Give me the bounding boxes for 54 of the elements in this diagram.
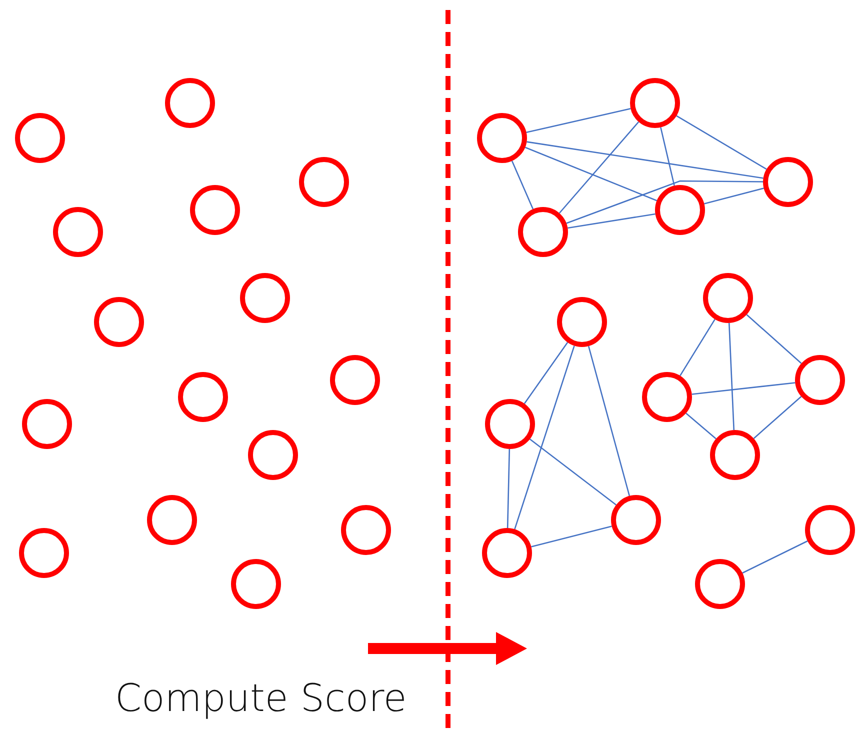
circle-node — [611, 495, 661, 545]
circle-node — [518, 207, 568, 257]
connector-line — [566, 180, 763, 224]
circle-node — [19, 528, 69, 578]
circle-node — [94, 297, 144, 347]
connector-line — [686, 412, 716, 440]
connector-line — [514, 346, 575, 530]
connector-line — [680, 318, 716, 376]
connector-line — [746, 314, 802, 364]
connector-line — [568, 213, 656, 229]
circle-node — [53, 207, 103, 257]
connector-line — [511, 160, 534, 210]
connector-line — [660, 127, 675, 186]
connector-line — [524, 342, 568, 404]
circle-node — [710, 430, 760, 480]
connector-line — [526, 108, 631, 134]
connector-line — [753, 396, 802, 439]
circle-node — [15, 113, 65, 163]
circle-node — [477, 113, 527, 163]
connector-line — [742, 540, 808, 574]
circle-node — [178, 372, 228, 422]
circle-node — [485, 399, 535, 449]
circle-node — [642, 372, 692, 422]
circle-node — [231, 559, 281, 609]
circle-node — [147, 495, 197, 545]
connector-line — [558, 121, 640, 214]
connector-line — [506, 448, 510, 528]
circle-node — [330, 355, 380, 405]
connector-line — [531, 526, 612, 548]
circle-node — [703, 273, 753, 323]
circle-node — [805, 505, 855, 555]
circle-node — [482, 528, 532, 578]
circle-node — [22, 399, 72, 449]
connector-line — [526, 141, 764, 179]
circle-node — [630, 78, 680, 128]
circle-node — [655, 185, 705, 235]
circle-node — [248, 430, 298, 480]
circle-node — [299, 157, 349, 207]
caption-text: Compute Score — [115, 676, 407, 720]
connector-line — [692, 382, 796, 395]
circle-node — [763, 157, 813, 207]
connector-line — [588, 346, 630, 496]
connector-line — [676, 115, 767, 170]
connector-line — [524, 146, 658, 202]
circle-node — [165, 78, 215, 128]
connector-line — [530, 438, 616, 506]
circle-node — [190, 185, 240, 235]
circle-node — [341, 505, 391, 555]
circle-node — [557, 297, 607, 347]
connector-line — [704, 188, 764, 204]
circle-node — [695, 559, 745, 609]
circle-node — [240, 273, 290, 323]
connector-line — [728, 322, 735, 430]
circle-node — [795, 355, 845, 405]
